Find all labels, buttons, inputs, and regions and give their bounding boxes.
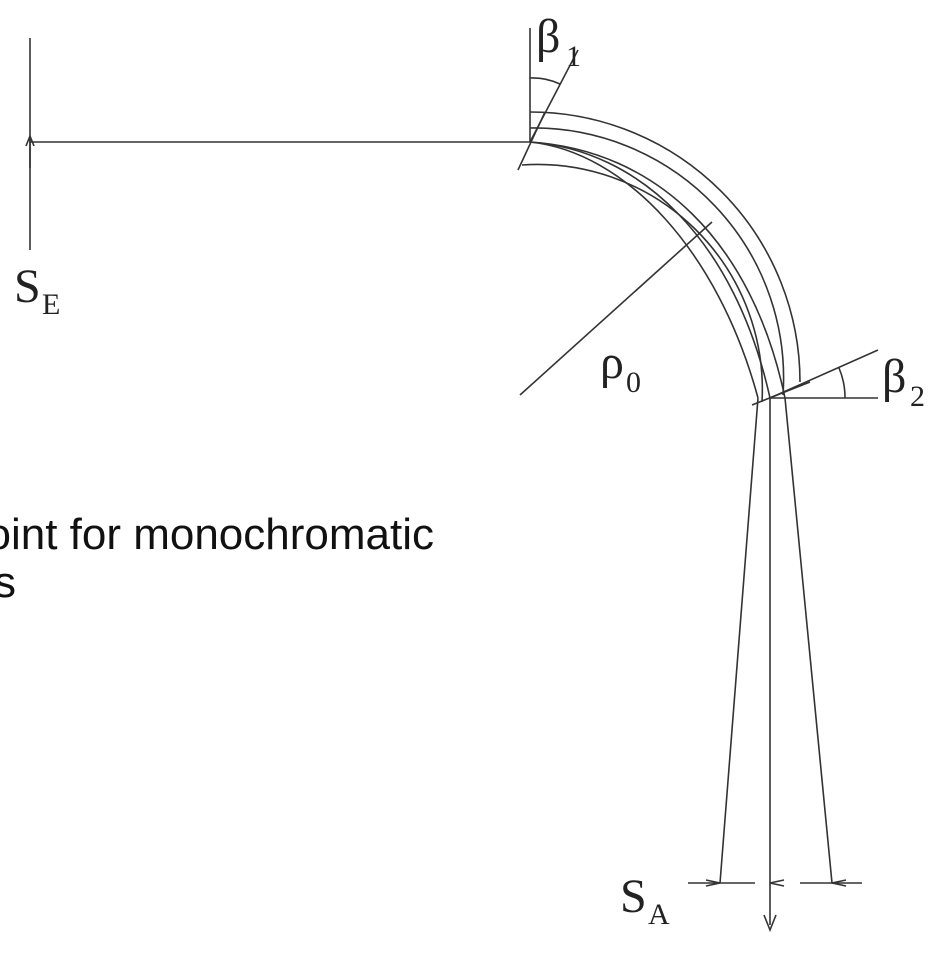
beta1-face-line [529, 49, 579, 143]
slit-mark-2 [769, 879, 785, 887]
sector-outer-arc [529, 111, 801, 383]
sector-inner-arc [521, 163, 764, 403]
slit-mark-1 [705, 879, 721, 887]
beta1-angle-arc [529, 77, 561, 85]
beta1-label: β [536, 10, 560, 63]
beam-trajectory-inner [529, 141, 759, 399]
rho0-subscript: 0 [626, 366, 641, 399]
beta1-subscript: 1 [566, 40, 581, 73]
rho0-label: ρ [600, 336, 624, 389]
overlapping-slide-text: point for monochromatic s [0, 510, 939, 710]
entrance-slit-subscript: E [42, 288, 60, 321]
beam-trajectory-outer [529, 141, 786, 399]
sector-arc-2 [529, 127, 785, 396]
overlay-text-line-2: s [0, 558, 16, 607]
radius-line [519, 221, 713, 396]
beta2-label: β [882, 350, 906, 403]
exit-beam-arrowhead [763, 914, 777, 933]
beam-trajectory-central [529, 141, 771, 399]
entrance-slit-label: S [14, 260, 41, 313]
exit-beam-left [719, 397, 759, 884]
image-slit-label: S [620, 870, 647, 923]
slit-mark-3 [831, 879, 847, 887]
beta2-face-line [769, 349, 879, 399]
overlay-text-line-1: point for monochromatic [0, 510, 434, 559]
beta2-angle-arc [838, 367, 846, 399]
beta2-subscript: 2 [910, 380, 925, 413]
exit-beam-right [784, 397, 833, 884]
image-slit-subscript: A [648, 898, 670, 931]
